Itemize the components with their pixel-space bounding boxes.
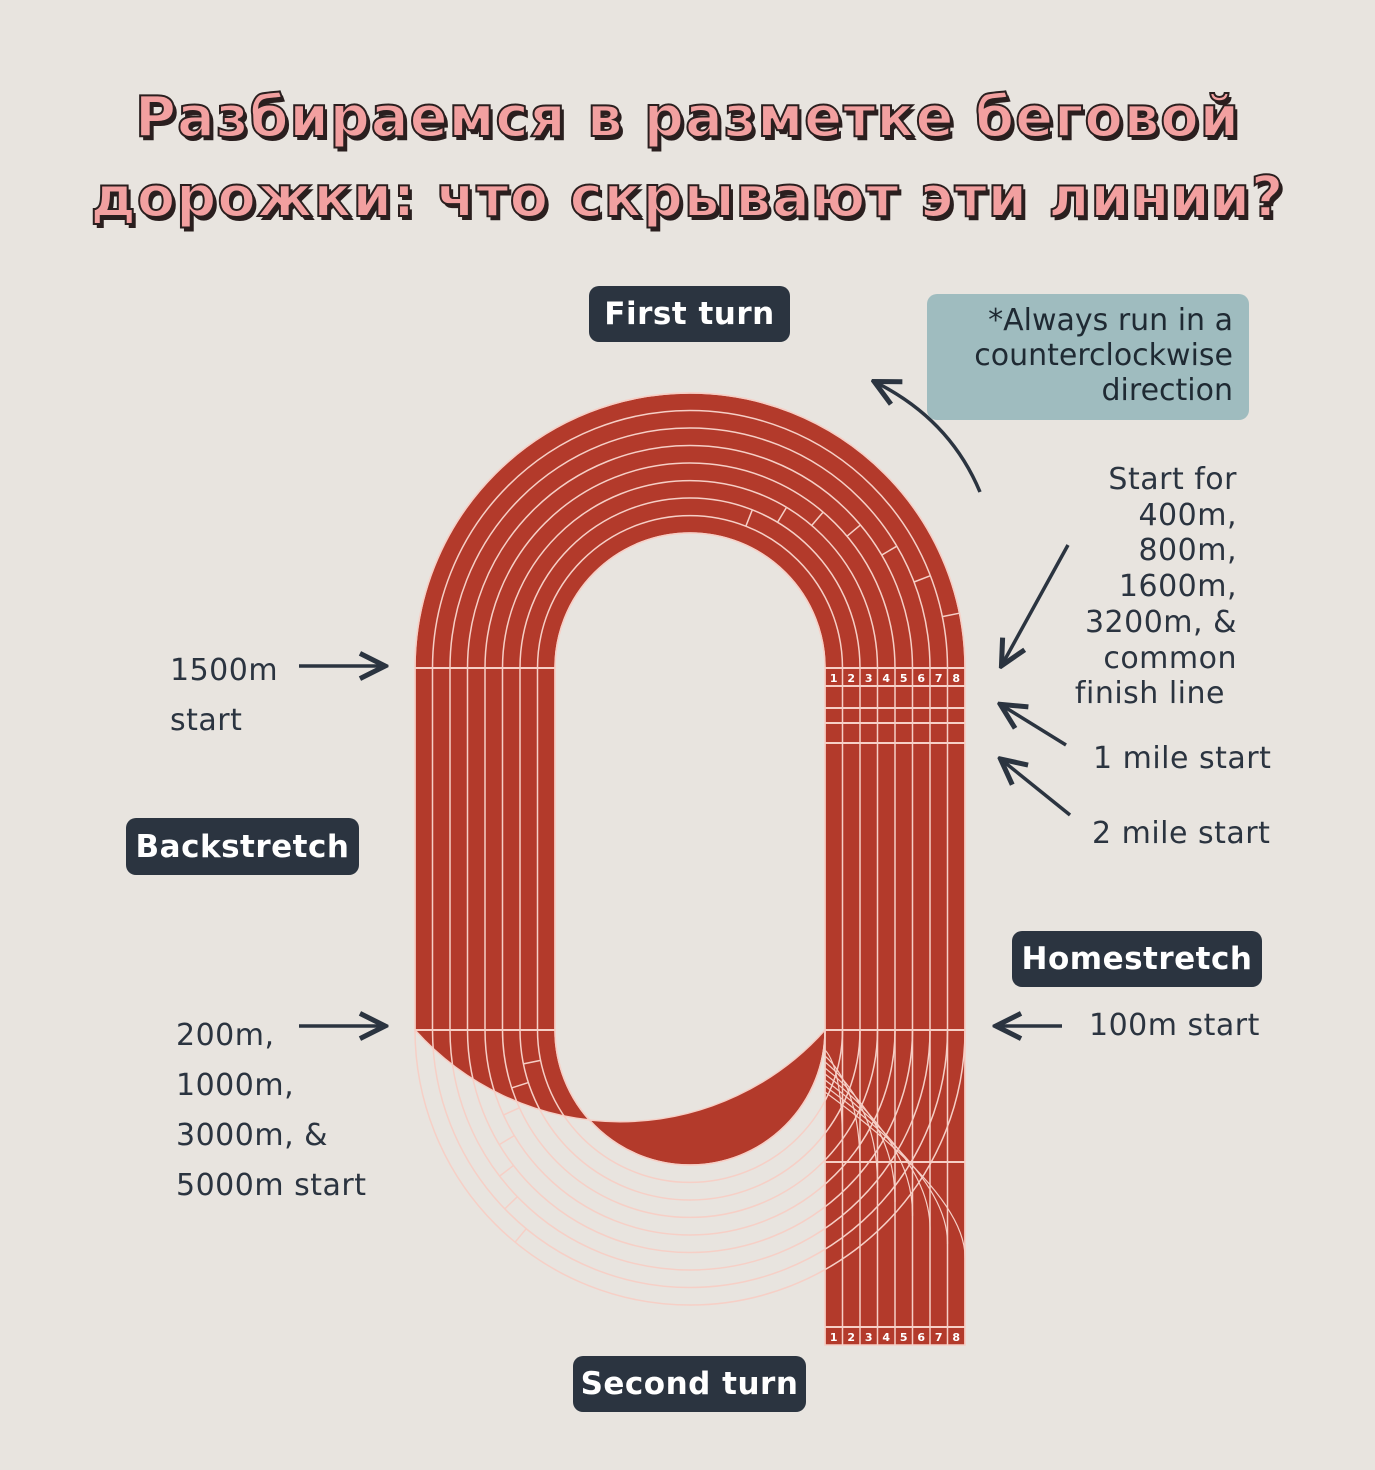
direction-note: *Always run in a counterclockwise direct… (927, 294, 1249, 420)
second-turn-label: Second turn (573, 1356, 806, 1412)
stagger-mark (511, 1081, 529, 1089)
start-400m-line: 800m, (1138, 533, 1237, 569)
200m-start-label: 200m, 1000m, 3000m, & 5000m start (176, 1011, 366, 1211)
note-line-2: counterclockwise (974, 338, 1233, 373)
lane-number: 5 (900, 672, 908, 685)
stagger-mark (498, 1134, 515, 1146)
title-line-1: Разбираемся в разметке беговой (134, 84, 1240, 151)
stagger-mark (913, 575, 931, 583)
start-400m-line: 3200m, & (1084, 604, 1237, 640)
lane-number: 6 (917, 672, 925, 685)
homestretch-label: Homestretch (1012, 931, 1262, 987)
lane-number: 3 (865, 1331, 873, 1344)
lane-number: 5 (900, 1331, 908, 1344)
1500m-line: start (170, 703, 243, 738)
lane-number: 2 (847, 672, 855, 685)
lane-number: 1 (830, 672, 838, 685)
lane-number: 7 (935, 1331, 943, 1344)
stagger-mark (523, 1059, 541, 1065)
title-line-2: дорожки: что скрывают эти линии? (90, 164, 1285, 231)
lane-number-box (948, 669, 964, 685)
start-400m-line: common (1103, 640, 1237, 676)
waterfall-arc (824, 1073, 914, 1217)
page-title: Разбираемся в разметке беговой дорожки: … (0, 78, 1375, 238)
stagger-mark (881, 545, 898, 556)
waterfall-arc (824, 1091, 966, 1259)
arrow-start-400 (1003, 544, 1070, 663)
pointer-arrows (299, 383, 1072, 1026)
stagger-mark (942, 612, 960, 618)
lane-number-box (878, 669, 894, 685)
lane-number-box (843, 669, 859, 685)
lane-number-box (861, 1328, 877, 1344)
two-mile-start-label: 2 mile start (1092, 816, 1271, 851)
start-400m-line: Start for (1108, 462, 1237, 497)
lane-number: 2 (847, 1331, 855, 1344)
stagger-mark (504, 1196, 518, 1210)
lane-number-box (948, 1328, 964, 1344)
start-400m-line: finish line (1074, 676, 1225, 712)
lane-number: 8 (952, 672, 960, 685)
note-line-1: *Always run in a (988, 303, 1233, 338)
track-surface (414, 392, 966, 1346)
direction-arrow (877, 383, 982, 493)
lane-number-box (861, 669, 877, 685)
stagger-mark (514, 1228, 527, 1243)
lane-number: 8 (952, 1331, 960, 1344)
start-400m-label: Start for 400m, 800m, 1600m, 3200m, & co… (1040, 462, 1237, 712)
stagger-mark (499, 1164, 514, 1177)
stagger-mark (776, 506, 788, 523)
arrow-2-mile (1003, 761, 1072, 817)
start-400m-line: 400m, (1138, 497, 1237, 533)
lane-number: 3 (865, 672, 873, 685)
1500m-line: 1500m (170, 653, 279, 688)
lane-number-box (913, 1328, 929, 1344)
lane-number-box (896, 669, 912, 685)
backstretch-label: Backstretch (126, 818, 359, 875)
stagger-mark (503, 1107, 520, 1116)
lane-number-box (826, 669, 842, 685)
lane-number: 4 (882, 1331, 890, 1344)
arrow-1-mile (1003, 706, 1067, 747)
first-turn-label: First turn (589, 286, 790, 342)
start-400m-line: 1600m, (1118, 569, 1237, 605)
stagger-mark (811, 511, 824, 526)
lane-number: 6 (917, 1331, 925, 1344)
lane-number-box (878, 1328, 894, 1344)
lane-number: 4 (882, 672, 890, 685)
lane-number: 1 (830, 1331, 838, 1344)
waterfall-arc (824, 1049, 844, 1161)
200m-line: 5000m start (176, 1168, 367, 1203)
lane-number: 7 (935, 672, 943, 685)
waterfall-arc (824, 1061, 879, 1189)
200m-line: 1000m, (176, 1068, 295, 1103)
lane-number-box (826, 1328, 842, 1344)
lane-number-box (913, 669, 929, 685)
200m-line: 3000m, & (176, 1118, 329, 1153)
stagger-mark (745, 509, 754, 527)
100m-start-label: 100m start (1089, 1008, 1260, 1043)
one-mile-start-label: 1 mile start (1093, 741, 1272, 776)
lane-number-box (843, 1328, 859, 1344)
1500m-start-label: 1500m start (170, 646, 278, 746)
lane-number-box (931, 1328, 947, 1344)
note-line-3: direction (1101, 373, 1233, 408)
200m-line: 200m, (176, 1018, 275, 1053)
lane-number-box (896, 1328, 912, 1344)
lane-number-box (931, 669, 947, 685)
stagger-mark (846, 524, 861, 537)
